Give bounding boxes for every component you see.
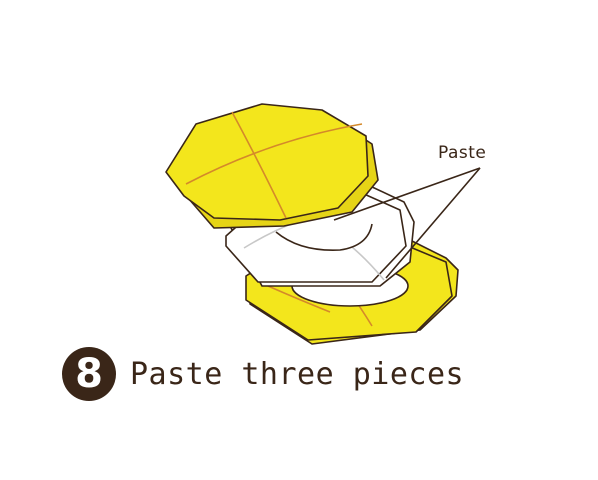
step-caption: 8 Paste three pieces: [62, 346, 464, 402]
paste-label: Paste: [438, 143, 486, 163]
step-number-badge: 8: [62, 347, 116, 401]
top-yellow-piece: [165, 103, 379, 229]
leader-line-lower: [385, 167, 481, 279]
paste-annotation: Paste: [333, 143, 486, 279]
leader-line-upper: [333, 167, 481, 221]
step-title: Paste three pieces: [130, 356, 465, 392]
